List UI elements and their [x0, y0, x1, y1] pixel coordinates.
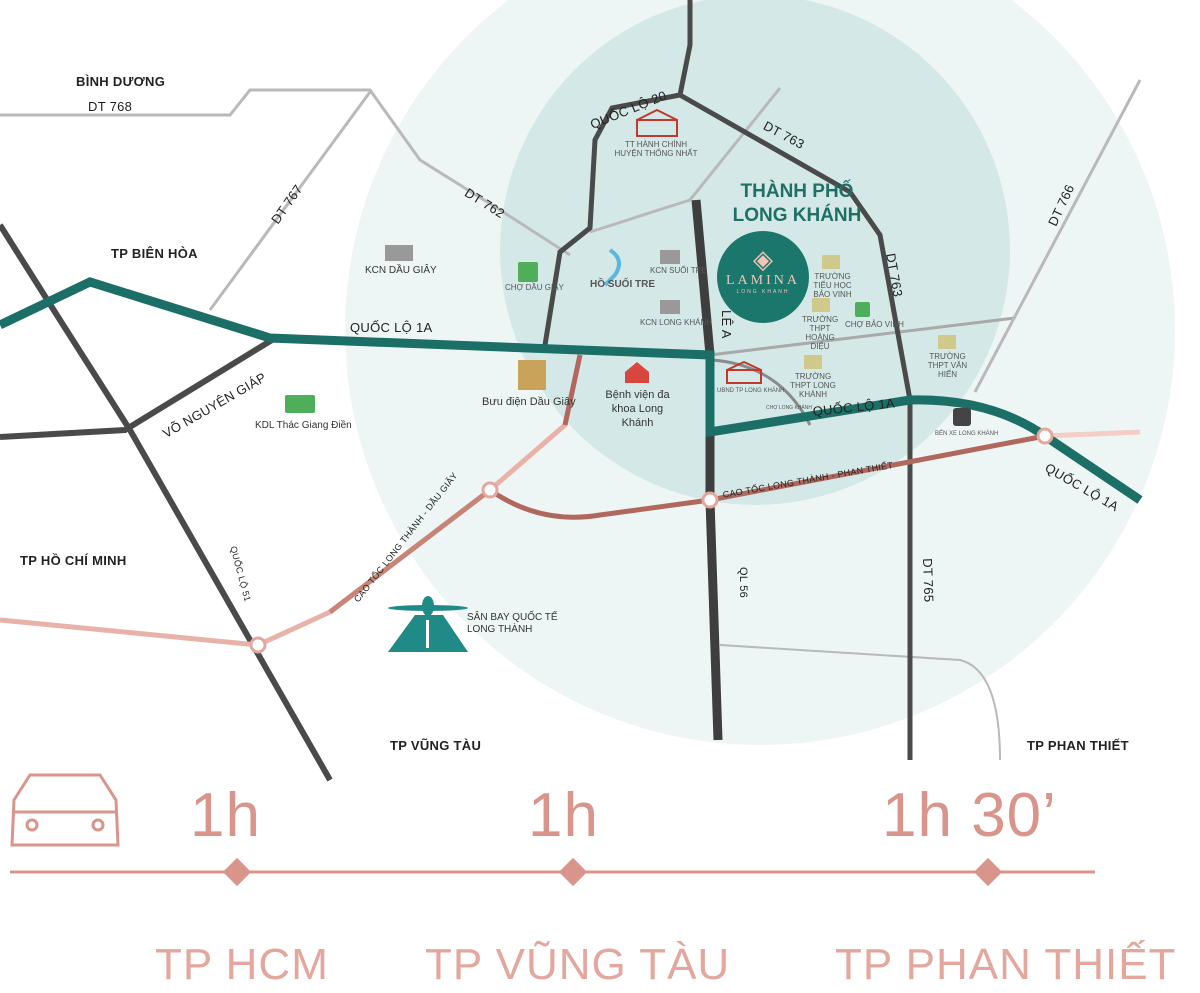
poi-kcn-suoi-tre: KCN SUỐI TRE: [650, 266, 707, 275]
poi-ben-xe: BẾN XE LONG KHÁNH: [935, 431, 999, 437]
park-icon: [285, 395, 315, 413]
poi-buu-dien: Bưu điện Dầu Giây: [482, 396, 576, 408]
interchange: [1036, 427, 1054, 445]
government-building-icon: [636, 108, 678, 137]
airport-icon: [388, 596, 468, 652]
road-ql20: [542, 0, 693, 346]
label-le-a: LÊ A: [719, 310, 734, 339]
poi-thpt-van-hien: TRƯỜNG THPT VĂN HIẾN: [927, 352, 968, 379]
government-building-icon: [726, 360, 762, 384]
road-minor: [719, 644, 1001, 761]
car-icon: [10, 773, 120, 847]
poi-kdl: KDL Thác Giang Điền: [255, 420, 352, 431]
road-dt766: [973, 79, 1142, 393]
poi-cho-dau-giay: CHỢ DẦU GIÂY: [505, 283, 564, 292]
timeline-marker: [973, 857, 1003, 887]
timeline-marker: [222, 857, 252, 887]
timeline-markers: [222, 857, 1003, 887]
road-dt767: [208, 91, 372, 311]
label-long-khanh: THÀNH PHỐ LONG KHÁNH: [732, 181, 862, 226]
road-minor: [709, 316, 1016, 357]
factory-icon: [385, 245, 680, 314]
travel-time-vung-tau: 1h: [528, 781, 599, 850]
destination-vung-tau: TP VŨNG TÀU: [425, 940, 731, 989]
poi-thpt-long-khanh: TRƯỜNG THPT LONG KHÁNH: [790, 372, 836, 399]
travel-time-hcm: 1h: [190, 781, 261, 850]
road-minor: [711, 358, 812, 426]
lamina-logo-icon: ◈: [753, 244, 773, 274]
lamina-logo: ◈ LAMINA LONG KHANH: [717, 231, 809, 323]
road-dt768: [0, 88, 571, 257]
label-phan-thiet: TP PHAN THIẾT: [1027, 738, 1129, 753]
poi-benh-vien: Bệnh viện đa khoa Long Khánh: [605, 389, 670, 429]
lamina-logo-sub: LONG KHANH: [736, 289, 790, 295]
poi-ubnd: UBND TP LONG KHÁNH: [717, 388, 785, 394]
label-vung-tau: TP VŨNG TÀU: [390, 738, 482, 753]
poi-cho-bao-vinh: CHỢ BẢO VINH: [845, 320, 904, 329]
interchanges: [249, 427, 1054, 654]
interchange: [481, 481, 499, 499]
poi-san-bay: SÂN BAY QUỐC TẾ LONG THÀNH: [467, 612, 558, 635]
destination-hcm: TP HCM: [155, 940, 329, 989]
travel-time-phan-thiet: 1h 30’: [882, 781, 1057, 850]
label-dt768: DT 768: [88, 99, 133, 114]
poi-tt-hanh-chinh: TT HÀNH CHÍNH HUYỆN THỐNG NHẤT: [614, 140, 698, 158]
market-icon: [518, 262, 538, 282]
poi-ho-suoi-tre: HỒ SUỐI TRE: [590, 279, 656, 290]
label-dt765: DT 765: [920, 558, 937, 603]
label-hcm: TP HỒ CHÍ MINH: [20, 553, 127, 568]
lake-icon: [603, 248, 621, 287]
label-ql56: QL 56: [737, 567, 749, 599]
road-dt763: [678, 92, 913, 760]
poi-kcn-dau-giay: KCN DẦU GIÂY: [365, 265, 437, 276]
road-ct-ltdg-segment: [562, 354, 583, 426]
destination-phan-thiet: TP PHAN THIẾT: [835, 940, 1177, 989]
road-ct-ltdg-segment: [328, 488, 492, 614]
bus-icon: [953, 408, 971, 426]
label-binh-duong: BÌNH DƯƠNG: [76, 74, 166, 89]
label-ql1a-west: QUỐC LỘ 1A: [350, 320, 433, 335]
poi-th-bao-vinh: TRƯỜNG TIỂU HỌC BẢO VINH: [813, 272, 852, 299]
poi-thpt-hoang-dieu: TRƯỜNG THPT HOÀNG DIỆU: [801, 315, 839, 351]
road-ql1a: [0, 277, 1143, 504]
school-icon: [804, 255, 956, 369]
road-minor: [589, 87, 782, 234]
hospital-icon: [625, 362, 649, 383]
timeline-marker: [558, 857, 588, 887]
post-office-icon: [518, 360, 546, 390]
interchange: [249, 636, 267, 654]
label-bien-hoa: TP BIÊN HÒA: [111, 246, 198, 261]
poi-cho-long-khanh: CHỢ LONG KHÁNH: [766, 405, 812, 411]
interchange: [701, 491, 719, 509]
market-icon: [855, 302, 870, 317]
road-ct-ltpt-east: [1044, 429, 1141, 439]
road-vo-nguyen-giap: [0, 337, 274, 440]
lamina-logo-name: LAMINA: [726, 273, 800, 288]
poi-kcn-long-khanh: KCN LONG KHÁNH: [640, 318, 713, 327]
road-ct-ltpt: [488, 433, 1046, 520]
